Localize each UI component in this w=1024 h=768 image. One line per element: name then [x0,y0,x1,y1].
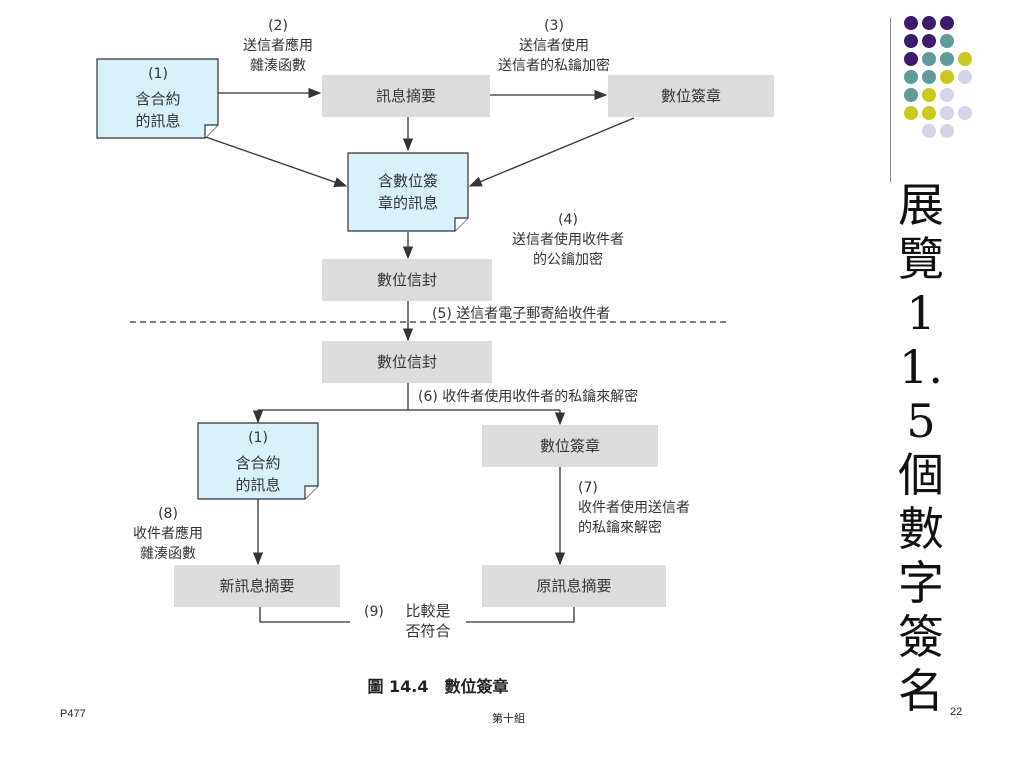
step3-annotation: (3) 送信者使用 送信者的私鑰加密 [498,18,610,74]
svg-text:收件者使用送信者: 收件者使用送信者 [578,499,690,516]
svg-text:的私鑰來解密: 的私鑰來解密 [578,519,662,536]
dot-purple [904,52,918,66]
step8-annotation: (8) 收件者應用 雜湊函數 [133,506,203,562]
message-digest-box: 訊息摘要 [322,75,490,117]
svg-text:雜湊函數: 雜湊函數 [250,57,306,74]
received-signature-box: 數位簽章 [482,425,658,467]
svg-text:送信者的私鑰加密: 送信者的私鑰加密 [498,57,610,74]
dot-lavender [958,106,972,120]
dot-teal [904,70,918,84]
svg-text:否符合: 否符合 [405,622,450,640]
svg-text:的訊息: 的訊息 [235,476,280,494]
dot-lavender [958,70,972,84]
slide-title: 展覽11.5個數字簽名 [898,178,944,718]
svg-text:(7): (7) [578,480,598,496]
dot-lime [958,52,972,66]
connectors [130,87,728,623]
svg-text:數位信封: 數位信封 [377,353,437,371]
digital-envelope-received-box: 數位信封 [322,341,492,383]
received-message-note: (1) 含合約 的訊息 [197,422,319,500]
dot-lime [904,106,918,120]
svg-text:新訊息摘要: 新訊息摘要 [219,577,294,595]
dot-lavender [940,124,954,138]
dot-purple [922,34,936,48]
digital-envelope-box: 數位信封 [322,259,492,301]
svg-text:含數位簽: 含數位簽 [378,172,438,190]
original-message-note: (1) 含合約 的訊息 [96,58,219,139]
dot-teal [940,34,954,48]
svg-text:送信者使用: 送信者使用 [519,37,589,54]
signed-message-note: 含數位簽 章的訊息 [347,152,469,232]
message-label-line2: 的訊息 [135,112,180,130]
svg-text:數位簽章: 數位簽章 [540,437,600,455]
dot-purple [922,16,936,30]
dot-lavender [922,124,936,138]
svg-text:(3): (3) [544,18,564,34]
svg-text:章的訊息: 章的訊息 [378,194,438,212]
svg-text:(9): (9) [364,604,384,620]
dot-teal [940,52,954,66]
svg-text:(2): (2) [268,18,288,34]
dot-lime [940,70,954,84]
svg-text:收件者應用: 收件者應用 [133,525,203,542]
step9-annotation: (9) 比較是 否符合 [364,602,451,640]
slide-number: 22 [950,706,963,718]
dot-purple [904,16,918,30]
svg-text:數位信封: 數位信封 [377,271,437,289]
svg-text:訊息摘要: 訊息摘要 [376,87,436,105]
svg-text:比較是: 比較是 [405,602,450,620]
svg-text:原訊息摘要: 原訊息摘要 [536,577,611,595]
svg-text:(8): (8) [158,506,178,522]
dot-purple [904,34,918,48]
step6-annotation: (6) 收件者使用收件者的私鑰來解密 [418,388,638,405]
svg-text:(1): (1) [248,430,268,446]
dot-teal [904,88,918,102]
svg-text:的公鑰加密: 的公鑰加密 [533,251,603,268]
svg-text:雜湊函數: 雜湊函數 [140,545,196,562]
dot-teal [922,70,936,84]
dot-purple [940,16,954,30]
step4-annotation: (4) 送信者使用收件者 的公鑰加密 [512,212,624,268]
page-reference: P477 [60,708,86,720]
dot-lime [922,106,936,120]
svg-text:送信者使用收件者: 送信者使用收件者 [512,231,624,248]
divider-line [890,18,891,182]
svg-text:數位簽章: 數位簽章 [661,87,721,105]
dot-teal [922,52,936,66]
original-digest-box: 原訊息摘要 [482,565,666,607]
svg-text:(4): (4) [558,212,578,228]
group-label: 第十組 [492,713,525,725]
new-digest-box: 新訊息摘要 [174,565,340,607]
message-label-line1: 含合約 [135,90,180,108]
dot-lime [922,88,936,102]
step2-annotation: (2) 送信者應用 雜湊函數 [243,18,313,74]
svg-text:送信者應用: 送信者應用 [243,37,313,54]
digital-signature-flowchart: (1) 含合約 的訊息 (2) 送信者應用 雜湊函數 訊息摘要 (3) 送信者使… [96,18,774,696]
dot-lavender [940,106,954,120]
dot-lavender [940,88,954,102]
svg-text:含合約: 含合約 [235,454,280,472]
step7-annotation: (7) 收件者使用送信者 的私鑰來解密 [578,480,690,536]
step1-number: (1) [148,66,168,82]
step5-annotation: (5) 送信者電子郵寄給收件者 [432,305,610,322]
figure-caption: 圖 14.4 數位簽章 [367,677,508,696]
digital-signature-box: 數位簽章 [608,75,774,117]
